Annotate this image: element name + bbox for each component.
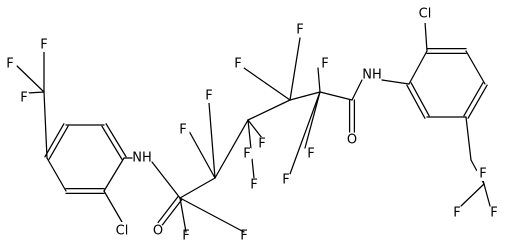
bond-line xyxy=(289,91,321,175)
atom-F4: F xyxy=(179,229,193,243)
bond-line xyxy=(103,157,125,192)
atom-label-layer: F F F F F F F F F F F F F F F F F F NH N… xyxy=(3,5,501,243)
bond-line xyxy=(317,67,321,93)
bond-layer xyxy=(15,21,491,233)
svg-text:F: F xyxy=(179,123,186,138)
svg-text:F: F xyxy=(258,137,265,152)
svg-text:F: F xyxy=(40,38,47,53)
atom-F16: F xyxy=(450,206,464,221)
svg-text:F: F xyxy=(479,167,486,182)
bond-line xyxy=(247,99,291,121)
svg-text:F: F xyxy=(234,57,241,72)
svg-text:F: F xyxy=(282,173,289,188)
bond-line xyxy=(103,190,123,223)
atom-F9: F xyxy=(247,178,261,193)
svg-text:F: F xyxy=(250,178,257,193)
bond-line xyxy=(157,195,179,224)
bond-line xyxy=(463,82,484,117)
svg-text:F: F xyxy=(182,229,189,243)
bond-line xyxy=(43,91,48,159)
atom-F3: F xyxy=(17,91,31,106)
svg-text:Cl: Cl xyxy=(116,224,129,239)
svg-text:O: O xyxy=(347,133,357,148)
bond-line xyxy=(15,64,45,93)
atom-F12: F xyxy=(318,57,332,72)
atom-F7: F xyxy=(176,123,190,138)
atom-NH-right: NH xyxy=(362,66,382,84)
bond-line xyxy=(105,123,127,158)
atom-F11: F xyxy=(293,23,307,38)
atom-F8: F xyxy=(255,137,269,152)
svg-text:NH: NH xyxy=(132,151,152,166)
svg-text:Cl: Cl xyxy=(419,7,432,22)
atom-F2: F xyxy=(3,57,17,72)
atom-F10: F xyxy=(231,57,245,72)
atom-F17: F xyxy=(476,167,490,182)
bond-line xyxy=(179,197,245,233)
svg-text:F: F xyxy=(205,89,212,104)
bond-line xyxy=(465,116,472,161)
bond-line xyxy=(179,197,187,233)
bond-line xyxy=(406,84,426,119)
svg-text:F: F xyxy=(453,206,460,221)
bond-line xyxy=(408,50,428,85)
atom-Cl-left: Cl xyxy=(113,222,131,240)
svg-text:O: O xyxy=(153,224,163,239)
bond-line xyxy=(465,50,486,85)
bond-line xyxy=(483,183,491,207)
atom-O-left: O xyxy=(151,224,165,239)
bond-line xyxy=(46,157,67,192)
bond-line xyxy=(161,198,183,227)
atom-NH-left: NH xyxy=(132,149,152,167)
bond-line xyxy=(319,91,353,101)
svg-text:F: F xyxy=(321,57,328,72)
atom-F6: F xyxy=(202,89,216,104)
svg-text:F: F xyxy=(20,91,27,106)
svg-text:F: F xyxy=(243,147,250,162)
svg-text:F: F xyxy=(240,229,247,243)
bond-line xyxy=(151,161,181,199)
bond-line xyxy=(381,79,410,85)
bond-line xyxy=(44,123,65,158)
bond-line xyxy=(179,177,216,199)
atom-F14: F xyxy=(304,147,318,162)
svg-text:F: F xyxy=(6,57,13,72)
svg-text:F: F xyxy=(490,206,497,221)
atom-F15: F xyxy=(279,173,293,188)
bond-line xyxy=(208,102,216,179)
bond-line xyxy=(48,125,69,160)
bond-line xyxy=(410,82,430,117)
atom-O-right: O xyxy=(345,133,359,148)
svg-text:F: F xyxy=(307,147,314,162)
atom-F18: F xyxy=(487,206,501,221)
bond-line xyxy=(214,119,249,179)
bond-line xyxy=(424,21,428,52)
bond-line xyxy=(27,91,45,94)
bond-line xyxy=(188,130,216,179)
svg-text:NH: NH xyxy=(362,68,382,83)
bond-line xyxy=(101,125,123,160)
bond-line xyxy=(467,84,488,119)
svg-text:F: F xyxy=(296,23,303,38)
bond-line xyxy=(243,67,291,101)
atom-Cl-right: Cl xyxy=(416,5,434,23)
bond-line xyxy=(289,37,301,101)
bond-line xyxy=(351,79,363,101)
bond-line xyxy=(247,119,263,139)
atom-F13: F xyxy=(240,147,254,162)
bond-line xyxy=(460,183,485,207)
bond-line xyxy=(304,91,321,149)
atom-F1: F xyxy=(37,38,51,53)
bond-line xyxy=(289,91,321,101)
atom-F5: F xyxy=(237,229,251,243)
